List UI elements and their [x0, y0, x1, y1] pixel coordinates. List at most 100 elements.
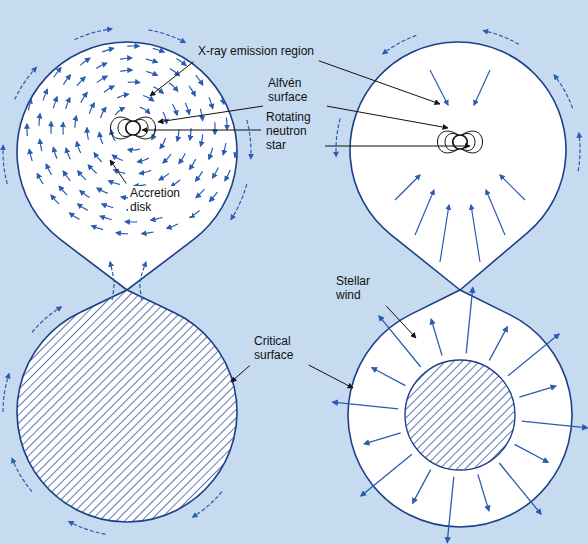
disk-flow-arrow [167, 224, 178, 228]
disk-flow-arrow [115, 108, 124, 115]
disk-flow-arrow [43, 89, 47, 100]
flow-arrow [247, 120, 251, 159]
leader-line [319, 61, 440, 104]
captured-wind-arrow [500, 175, 525, 200]
disk-flow-arrow [69, 213, 79, 220]
flow-arrow [32, 307, 61, 332]
disk-flow-arrow [138, 22, 150, 23]
callout-label: Alfvén surface [266, 76, 324, 106]
disk-flow-arrow [77, 77, 85, 86]
flow-arrow [15, 67, 37, 99]
disk-flow-arrow [112, 22, 124, 24]
wind-arrow [489, 327, 507, 360]
callout-label: Rotating neutron star [264, 110, 322, 153]
disk-flow-arrow [179, 153, 185, 163]
captured-wind-arrow [430, 70, 448, 105]
disk-flow-arrow [116, 34, 128, 35]
disk-flow-arrow [189, 159, 195, 169]
captured-wind-arrow [415, 190, 434, 235]
disk-flow-arrow [40, 139, 42, 151]
disk-flow-arrow [112, 155, 123, 160]
disk-flow-arrow [102, 48, 113, 52]
disk-flow-arrow [213, 168, 219, 179]
disk-flow-arrow [226, 117, 228, 129]
disk-flow-arrow [189, 86, 195, 96]
flow-arrow [12, 458, 32, 491]
disk-flow-arrow [128, 81, 140, 83]
flow-arrow [578, 133, 580, 171]
mass-transfer-stream [140, 262, 146, 300]
disk-flow-arrow [80, 191, 90, 198]
disk-flow-arrow [146, 71, 157, 75]
flow-arrow [483, 31, 519, 45]
disk-flow-arrow [26, 124, 27, 136]
disk-flow-arrow [209, 148, 213, 159]
disk-flow-arrow [120, 70, 132, 71]
callout-label: Accretion disk [128, 186, 192, 216]
flow-arrow [383, 35, 416, 54]
disk-flow-arrow [223, 72, 229, 83]
wind-arrow [522, 421, 588, 428]
disk-flow-arrow [196, 171, 203, 181]
disk-flow-arrow [159, 173, 169, 179]
disk-flow-arrow [177, 129, 179, 141]
disk-flow-arrow [223, 143, 226, 155]
wind-arrow [519, 386, 555, 397]
disk-flow-arrow [80, 58, 90, 65]
captured-wind-arrow [440, 205, 449, 262]
disk-flow-arrow [97, 76, 107, 82]
disk-flow-arrow [92, 39, 103, 44]
leader-line [158, 106, 263, 122]
flow-arrow [75, 29, 112, 40]
wind-arrow [361, 454, 412, 496]
flow-arrow [69, 521, 106, 534]
callout-label: X-ray emission region [196, 44, 316, 60]
disk-flow-arrow [75, 116, 76, 128]
wind-arrow [466, 288, 473, 354]
disk-flow-arrow [196, 189, 204, 198]
disk-flow-arrow [36, 75, 41, 86]
disk-flow-arrow [100, 216, 111, 219]
disk-flow-arrow [151, 217, 163, 220]
disk-flow-arrow [97, 188, 108, 193]
neutron-star-group [111, 117, 156, 139]
flow-arrow [554, 75, 573, 108]
disk-flow-arrow [71, 50, 80, 57]
disk-flow-arrow [125, 221, 137, 223]
disk-flow-arrow [104, 86, 114, 92]
disk-flow-arrow [142, 232, 154, 234]
leader-line [110, 160, 126, 184]
disk-flow-arrow [163, 154, 171, 163]
wind-arrow [379, 316, 421, 367]
disk-flow-arrow [39, 114, 40, 126]
leader-line [309, 365, 353, 388]
disk-flow-arrow [78, 171, 86, 180]
outer-flow [3, 29, 580, 534]
critical-surface-lobe [348, 290, 572, 527]
disk-flow-arrow [101, 107, 106, 118]
disk-flow-arrow [176, 58, 186, 65]
wind-arrow [413, 470, 431, 503]
disk-flow-arrow [169, 83, 178, 91]
wind-arrow [499, 463, 541, 514]
disk-flow-arrow [66, 148, 70, 159]
disk-flow-arrow [102, 204, 113, 208]
callout-label: Stellar wind [334, 274, 384, 304]
disk-flow-arrow [128, 149, 140, 150]
critical-surface-lobe [17, 42, 237, 290]
disk-flow-arrow [54, 68, 61, 78]
mass-transfer-stream [110, 262, 114, 300]
callout-label: Critical surface [252, 334, 306, 364]
disk-flow-arrow [172, 104, 177, 115]
wind-arrow [431, 319, 442, 355]
flow-arrow [336, 118, 340, 156]
disk-flow-arrow [160, 138, 165, 149]
disk-flow-arrow [29, 149, 32, 161]
captured-wind-arrow [474, 70, 490, 105]
disk-flow-arrow [140, 107, 150, 114]
disk-flow-arrow [196, 75, 203, 85]
companion-star [405, 360, 515, 470]
disk-flow-arrow [89, 103, 94, 114]
disk-flow-arrow [209, 97, 213, 108]
